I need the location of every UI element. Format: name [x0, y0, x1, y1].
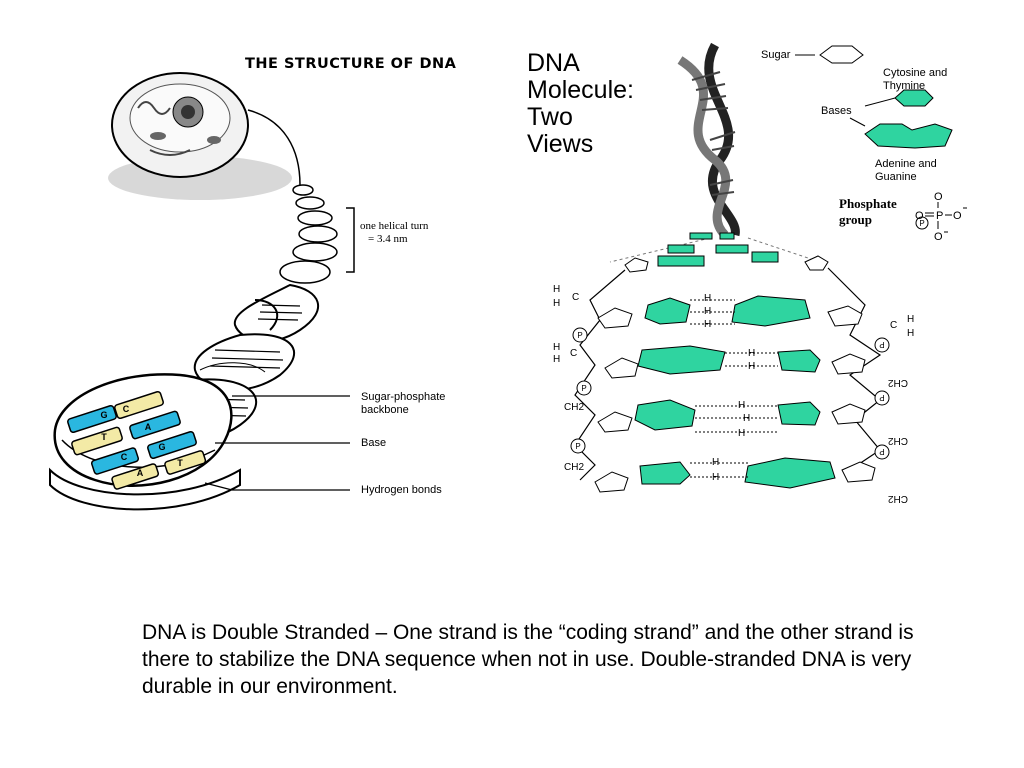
title-line: DNA: [527, 49, 580, 77]
atom-label: P: [581, 384, 586, 393]
atom-label: H: [553, 284, 560, 295]
leader-lines: [204, 395, 350, 491]
chromosome-strand: [247, 109, 301, 186]
backbone-line-2: backbone: [361, 404, 409, 416]
atom-label: P: [577, 331, 582, 340]
atom-label: H: [553, 342, 560, 353]
bases-legend-label: Bases: [821, 105, 852, 117]
phosphate-legend-icon: [915, 216, 929, 230]
atom-label: H: [738, 400, 745, 411]
title-line: Two: [527, 103, 573, 131]
atom-label: H: [712, 472, 719, 483]
base-letter: T: [101, 432, 107, 442]
hydrogen-atoms: H H H H H H H H H H H H C H H C C H H CH…: [553, 284, 914, 504]
atom-label: CH2: [564, 402, 584, 413]
hydrogen-bonds-label: Hydrogen bonds: [361, 484, 442, 496]
atom-label: H: [704, 293, 711, 304]
phosphate-line-2: group: [839, 212, 872, 227]
atom-label: H: [738, 428, 745, 439]
atom-label: O: [934, 231, 943, 243]
left-figure-title: THE STRUCTURE OF DNA: [245, 56, 457, 72]
cytosine-line-2: Thymine: [883, 80, 926, 92]
atom-label: H: [712, 457, 719, 468]
phosphate-letters: P P P P P P: [575, 331, 884, 456]
atom-label: O: [915, 210, 924, 222]
cell-illustration: [108, 72, 292, 200]
sugar-legend-label: Sugar: [761, 49, 791, 61]
atom-label: P: [879, 393, 884, 402]
cytosine-line-1: Cytosine and: [883, 67, 948, 79]
coiled-dna: [279, 184, 338, 284]
atom-label: P: [575, 442, 580, 451]
atom-label: P: [936, 210, 943, 222]
hydrogen-bond-lines: [690, 299, 778, 478]
base-letter: G: [158, 442, 165, 452]
base-letter: A: [145, 422, 152, 432]
title-line: Views: [527, 130, 594, 158]
purine-legend-icon: [864, 123, 953, 149]
atom-label: C: [570, 348, 577, 359]
atom-label: H: [704, 319, 711, 330]
helical-turn-line-1: one helical turn: [360, 220, 429, 232]
atom-label: H: [748, 361, 755, 372]
atom-label: O: [934, 191, 943, 203]
base-pairs: [67, 390, 207, 490]
cytosine-thymine-label: Cytosine and Thymine: [883, 67, 947, 93]
atom-label: H: [743, 413, 750, 424]
atom-label: O: [953, 210, 962, 222]
phosphate-bonds: [925, 202, 967, 233]
atom-label: P: [879, 447, 884, 456]
backbone-label: Sugar-phosphate backbone: [361, 391, 445, 417]
distant-pairs: [624, 232, 829, 273]
atom-label: H: [704, 306, 711, 317]
helical-turn-bracket: [346, 207, 355, 273]
sugar-legend-icon: [819, 45, 864, 64]
base-label: Base: [361, 437, 387, 449]
atom-label: CH2: [564, 462, 584, 473]
dna-structure-illustration: G C T A C G A T: [49, 72, 355, 511]
right-figure-title: DNA Molecule: Two Views: [527, 50, 634, 158]
atom-label: H: [553, 354, 560, 365]
atom-label: H: [907, 328, 914, 339]
base-letter: A: [137, 468, 144, 478]
atom-label: CH2: [888, 435, 908, 446]
adenine-line-2: Guanine: [875, 171, 917, 183]
base-letter: G: [100, 410, 107, 420]
adenine-line-1: Adenine and: [875, 158, 937, 170]
legend-shapes: [795, 45, 953, 230]
base-letter: C: [121, 452, 128, 462]
projection-lines: [609, 237, 821, 263]
atom-label: C: [890, 320, 897, 331]
atom-label: P: [879, 340, 884, 349]
dna-molecule-illustration: P P P P P P H H H H H H H H H H H H C H …: [553, 42, 967, 504]
helical-turn-label: one helical turn = 3.4 nm: [360, 220, 428, 246]
backbone-line-1: Sugar-phosphate: [361, 391, 446, 403]
atom-label: H: [748, 348, 755, 359]
atom-label: H: [907, 314, 914, 325]
near-pairs: [594, 295, 876, 493]
phosphate-groups: [570, 327, 890, 460]
base-letter: T: [177, 458, 183, 468]
atom-label: H: [553, 298, 560, 309]
phosphate-structure: O O P O O: [915, 191, 962, 243]
helical-turn-line-2: = 3.4 nm: [368, 233, 408, 245]
base-letters: G C T A C G A T: [100, 404, 183, 478]
pyrimidine-legend-icon: [894, 89, 934, 107]
base-letter: C: [123, 404, 130, 414]
phosphate-line-1: Phosphate: [839, 196, 897, 211]
phosphate-group-label: Phosphate group: [839, 196, 897, 228]
title-line: Molecule:: [527, 76, 634, 104]
atom-label: CH2: [888, 493, 908, 504]
adenine-guanine-label: Adenine and Guanine: [875, 158, 937, 184]
atom-label: C: [572, 292, 579, 303]
atom-label: CH2: [888, 377, 908, 388]
phosphate-legend-symbol: P: [919, 219, 924, 228]
caption-text: DNA is Double Stranded – One strand is t…: [142, 621, 914, 698]
twisted-helix: [677, 42, 740, 239]
